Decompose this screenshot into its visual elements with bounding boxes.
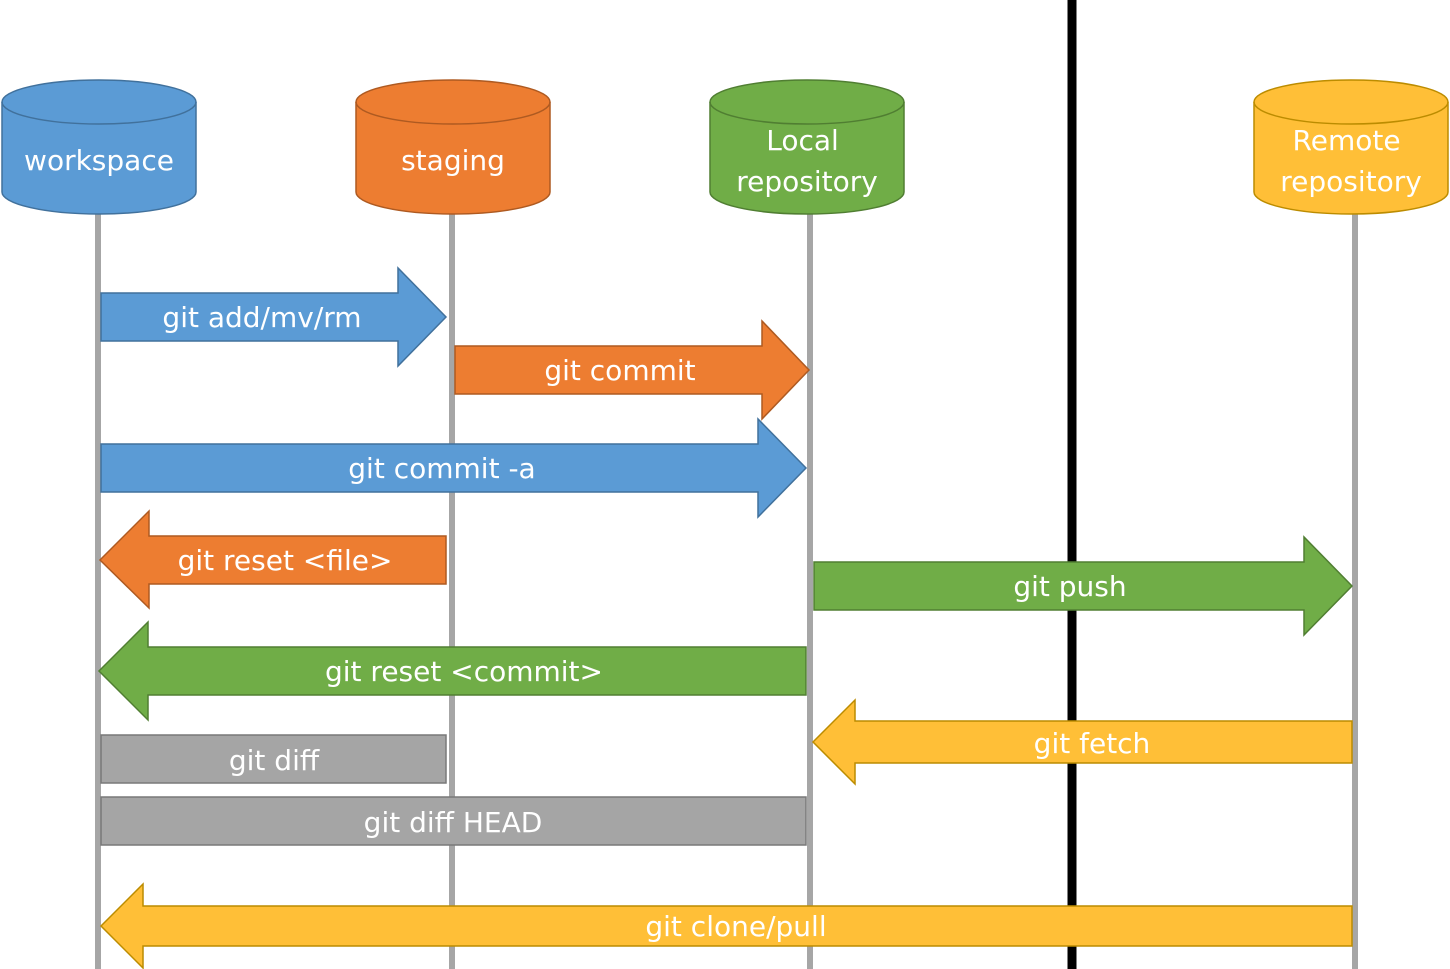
remote-repository-store: Remote repository bbox=[1253, 79, 1449, 215]
git-fetch-arrow: git fetch bbox=[811, 698, 1353, 786]
remote-repository-cylinder bbox=[1253, 79, 1449, 215]
git-commit-a-arrow-shape bbox=[100, 417, 808, 519]
svg-text:Local repository: Local repository bbox=[736, 124, 878, 198]
svg-text:staging: staging bbox=[401, 144, 505, 177]
git-diff-bar: git diff bbox=[100, 734, 447, 784]
git-clone-pull-label: git clone/pull bbox=[645, 910, 826, 943]
git-commit-a-arrow: git commit -a bbox=[100, 417, 808, 519]
git-add-arrow: git add/mv/rm bbox=[100, 266, 448, 368]
git-add-label: git add/mv/rm bbox=[162, 301, 361, 334]
workspace-store: workspace bbox=[1, 79, 197, 215]
git-diff-bar-shape bbox=[100, 734, 447, 784]
staging-cylinder bbox=[355, 79, 551, 215]
git-push-arrow: git push bbox=[813, 535, 1354, 637]
git-diff-head-label: git diff HEAD bbox=[364, 806, 543, 839]
local-repository-label-line-2: repository bbox=[736, 165, 878, 198]
git-reset-file-label: git reset <file> bbox=[178, 544, 393, 577]
git-commit-label: git commit bbox=[544, 354, 695, 387]
remote-repository-label-line-1: Remote bbox=[1293, 124, 1401, 157]
staging-store: staging bbox=[355, 79, 551, 215]
svg-text:Remote repository: Remote repository bbox=[1280, 124, 1422, 198]
git-reset-commit-arrow-shape bbox=[97, 620, 807, 722]
staging-cylinder-rim bbox=[355, 101, 551, 125]
git-fetch-arrow-shape bbox=[811, 698, 1353, 786]
git-clone-pull-arrow-shape bbox=[99, 882, 1353, 969]
git-reset-commit-arrow: git reset <commit> bbox=[97, 620, 807, 722]
git-commit-a-label: git commit -a bbox=[348, 452, 535, 485]
git-diff-head-bar: git diff HEAD bbox=[100, 796, 807, 846]
git-reset-file-arrow: git reset <file> bbox=[98, 509, 447, 610]
git-add-arrow-shape bbox=[100, 266, 448, 368]
local-repository-cylinder bbox=[709, 79, 905, 215]
git-fetch-label: git fetch bbox=[1034, 727, 1151, 760]
git-diff-head-bar-shape bbox=[100, 796, 807, 846]
git-clone-pull-arrow: git clone/pull bbox=[99, 882, 1353, 969]
git-reset-file-arrow-shape bbox=[98, 509, 447, 610]
git-commit-arrow: git commit bbox=[454, 319, 811, 421]
workspace-cylinder bbox=[1, 79, 197, 215]
staging-label: staging bbox=[401, 144, 505, 177]
svg-text:workspace: workspace bbox=[24, 144, 174, 177]
local-repository-store: Local repository bbox=[709, 79, 905, 215]
git-commit-arrow-shape bbox=[454, 319, 811, 421]
local-repository-cylinder-rim bbox=[709, 101, 905, 125]
git-reset-commit-label: git reset <commit> bbox=[325, 655, 603, 688]
git-push-label: git push bbox=[1013, 570, 1126, 603]
workspace-cylinder-rim bbox=[1, 101, 197, 125]
remote-repository-cylinder-rim bbox=[1253, 101, 1449, 125]
local-repository-label-line-1: Local bbox=[766, 124, 839, 157]
workspace-label: workspace bbox=[24, 144, 174, 177]
git-diff-label: git diff bbox=[229, 744, 320, 777]
remote-repository-label-line-2: repository bbox=[1280, 165, 1422, 198]
git-push-arrow-shape bbox=[813, 535, 1354, 637]
